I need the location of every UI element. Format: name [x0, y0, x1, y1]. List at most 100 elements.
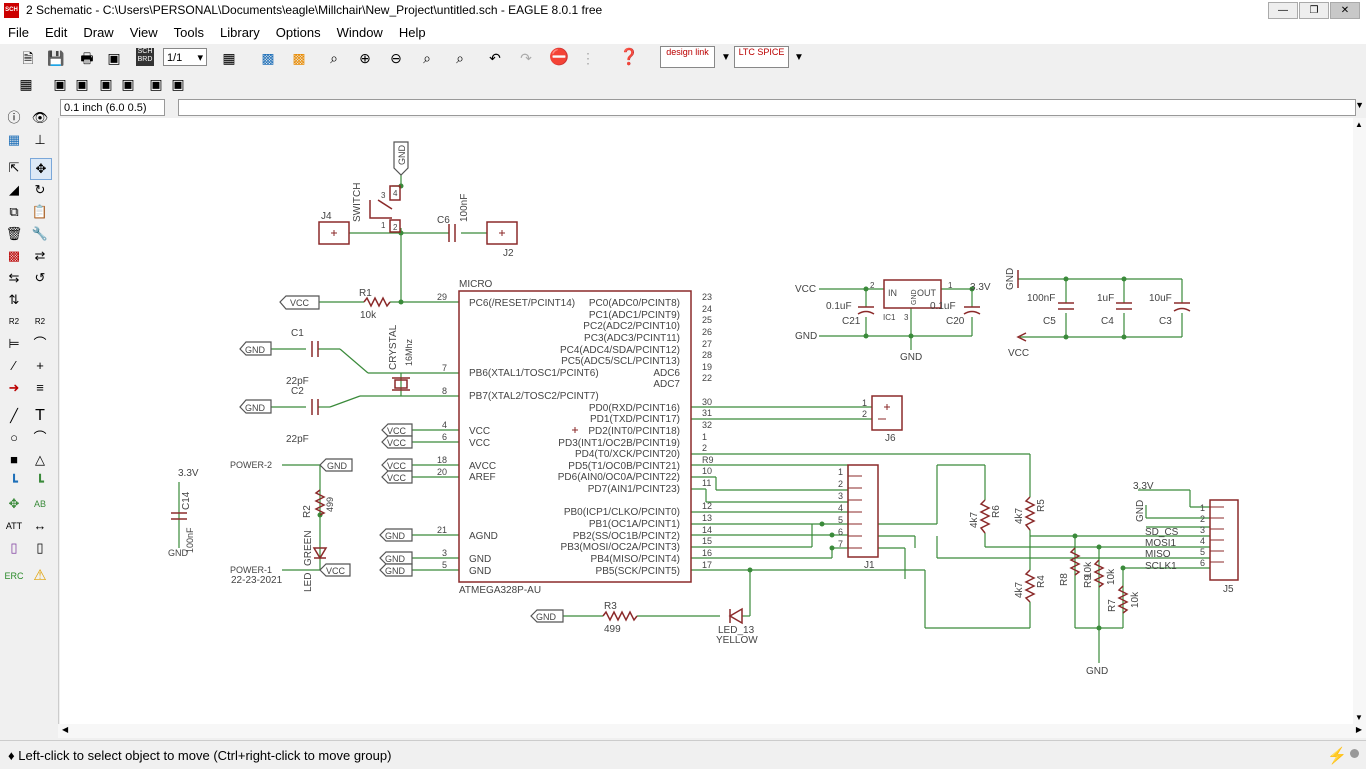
stop-icon[interactable]: ⛔ [549, 49, 569, 66]
ltc-spice-button[interactable]: LTC SPICE [734, 46, 789, 68]
zoom-select-icon[interactable]: ⌕ [456, 50, 464, 66]
grid-icon[interactable]: ▦ [19, 76, 33, 92]
chevron-down-icon[interactable]: ▼ [721, 52, 731, 63]
move-group-icon[interactable]: ✥ [30, 158, 52, 180]
split-icon[interactable]: ⇅ [8, 292, 20, 307]
pinswap-icon[interactable]: ⇆ [8, 270, 20, 285]
module-icon[interactable]: ▯ [36, 540, 44, 555]
mark-icon[interactable]: ⊥ [34, 132, 46, 147]
warning-icon[interactable]: ⚠ [33, 567, 47, 584]
split-wire-icon[interactable]: ∕ [12, 358, 16, 373]
atmega-symbol[interactable] [458, 290, 692, 583]
dimension-icon[interactable]: ↔ [33, 518, 47, 533]
junction-icon[interactable]: ✥ [8, 496, 20, 511]
j4-header[interactable] [318, 221, 350, 245]
wire-icon[interactable]: ╱ [10, 408, 18, 423]
j2-header[interactable] [486, 221, 518, 245]
wrench-icon[interactable]: 🔧 [31, 226, 49, 241]
menu-library[interactable]: Library [220, 25, 260, 40]
menu-window[interactable]: Window [336, 25, 383, 40]
menu-help[interactable]: Help [398, 25, 426, 40]
layout-icon[interactable]: ▣ [149, 76, 163, 92]
part-value: 22pF [286, 434, 309, 445]
paste-icon[interactable]: 📋 [31, 204, 49, 219]
horizontal-scrollbar[interactable]: ◀ ▶ [58, 724, 1366, 738]
minimize-button[interactable]: — [1268, 2, 1298, 19]
gateswap-icon[interactable]: ↺ [34, 270, 46, 285]
chevron-down-icon[interactable]: ▼ [794, 52, 804, 63]
bus-draw-icon[interactable]: ┗ [36, 474, 44, 489]
save-icon[interactable]: 💾 [47, 50, 65, 66]
menu-draw[interactable]: Draw [83, 25, 114, 40]
circle-icon[interactable]: ○ [10, 430, 18, 445]
zoom-in-icon[interactable]: ⊕ [359, 50, 371, 66]
undo-icon[interactable]: ↶ [489, 50, 501, 66]
display-layers-icon[interactable]: ▦ [7, 132, 21, 147]
arc-icon[interactable]: ⌒ [33, 430, 47, 445]
menu-file[interactable]: File [8, 25, 29, 40]
sch-brd-switch-icon[interactable]: SCH BRD [136, 48, 154, 66]
show-eye-icon[interactable]: 👁 [31, 110, 49, 125]
chevron-down-icon[interactable]: ▼ [1355, 100, 1364, 110]
open-icon[interactable]: 🗎 [22, 50, 34, 66]
command-line-input[interactable] [178, 99, 1356, 116]
attribute-icon[interactable]: ATT [5, 521, 23, 531]
text-icon[interactable]: T [35, 407, 45, 424]
copy-icon[interactable]: ⧉ [9, 204, 19, 219]
design-link-button[interactable]: design link [660, 46, 715, 68]
bus-icon[interactable]: ≡ [36, 380, 44, 395]
scroll-left-icon[interactable]: ◀ [62, 725, 69, 734]
add-part-icon[interactable]: ▩ [7, 248, 21, 263]
vertical-scrollbar[interactable]: ▲ ▼ [1353, 118, 1366, 724]
ulp-icon[interactable]: ▩ [292, 50, 306, 66]
value-icon[interactable]: R2 [34, 317, 46, 326]
cam-icon[interactable]: ▣ [107, 50, 121, 66]
script-icon[interactable]: ▩ [261, 50, 275, 66]
label-icon[interactable]: AB [33, 499, 46, 509]
info-icon[interactable]: ⓘ [7, 110, 21, 125]
frame-icon[interactable]: ▯ [10, 540, 18, 555]
j1-header[interactable] [847, 464, 879, 558]
layout-icon[interactable]: ▣ [99, 76, 113, 92]
maximize-button[interactable]: ❐ [1299, 2, 1329, 19]
menu-options[interactable]: Options [275, 25, 321, 40]
layout-icon[interactable]: ▣ [75, 76, 89, 92]
j6-header[interactable] [871, 395, 903, 431]
net-icon[interactable]: ┗ [10, 474, 18, 489]
schematic-canvas[interactable]: MICRO ATMEGA328P-AU PC6(/RESET/PCINT14) … [60, 118, 1353, 724]
move-icon[interactable]: ⇱ [8, 160, 20, 175]
smash-icon[interactable]: ⊨ [8, 336, 20, 351]
zoom-redraw-icon[interactable]: ⌕ [423, 50, 431, 66]
miter-icon[interactable]: ⌒ [33, 336, 47, 351]
layout-icon[interactable]: ▣ [53, 76, 67, 92]
layout-icon[interactable]: ▣ [171, 76, 185, 92]
zoom-out-icon[interactable]: ⊖ [390, 50, 402, 66]
redo-icon[interactable]: ↷ [520, 50, 532, 66]
name-icon[interactable]: R2 [8, 317, 20, 326]
replace-icon[interactable]: ⇄ [34, 248, 46, 263]
rotate-icon[interactable]: ↻ [34, 182, 46, 197]
rectangle-icon[interactable]: ■ [10, 452, 18, 467]
scroll-up-icon[interactable]: ▲ [1355, 120, 1363, 129]
zoom-fit-icon[interactable]: ⌕ [330, 50, 338, 66]
scroll-right-icon[interactable]: ▶ [1355, 725, 1362, 734]
regulator-symbol[interactable] [883, 279, 942, 309]
erc-icon[interactable]: ERC [4, 571, 24, 581]
scroll-down-icon[interactable]: ▼ [1355, 713, 1363, 722]
layout-icon[interactable]: ▣ [121, 76, 135, 92]
polygon-icon[interactable]: △ [35, 452, 45, 467]
lightning-icon[interactable]: ⚡ [1327, 748, 1347, 765]
go-icon[interactable]: ⋮ [581, 50, 595, 66]
optimize-icon[interactable]: + [36, 358, 44, 373]
help-icon[interactable]: ❓ [619, 49, 639, 66]
mirror-icon[interactable]: ◢ [9, 182, 19, 197]
menu-tools[interactable]: Tools [173, 25, 205, 40]
menu-edit[interactable]: Edit [44, 25, 68, 40]
sheet-select[interactable]: 1/1▾ [163, 48, 207, 66]
delete-icon[interactable]: 🗑 [5, 226, 23, 241]
table-icon[interactable]: ▦ [222, 50, 236, 66]
invoke-icon[interactable]: ➜ [8, 380, 20, 395]
print-icon[interactable]: 🖶 [80, 50, 94, 66]
menu-view[interactable]: View [129, 25, 158, 40]
close-button[interactable]: ✕ [1330, 2, 1360, 19]
